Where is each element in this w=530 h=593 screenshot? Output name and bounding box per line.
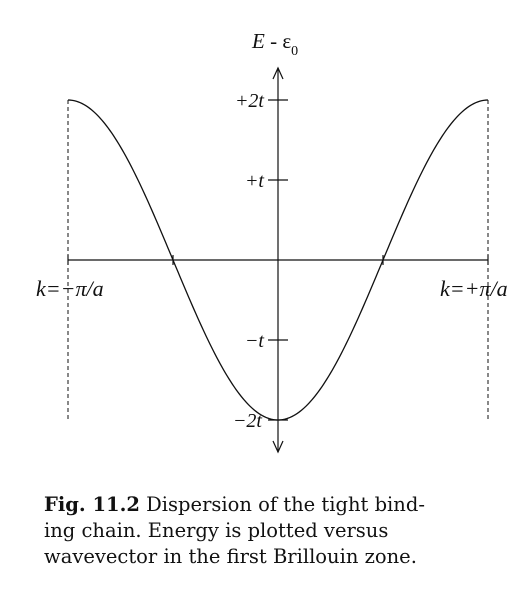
y-axis-title: E - ε0 bbox=[251, 29, 298, 59]
y-tick-label-minus-2t: −2t bbox=[233, 410, 262, 432]
figure-label: Fig. 11.2 bbox=[44, 493, 140, 516]
y-axis-arrow-top bbox=[272, 66, 284, 80]
caption-line-1: Dispersion of the tight bind- bbox=[139, 493, 425, 516]
y-tick-label-plus-2t: +2t bbox=[235, 90, 264, 112]
y-tick-label-minus-t: −t bbox=[245, 330, 264, 352]
y-axis-arrow-bottom bbox=[272, 440, 284, 454]
figure-caption: Fig. 11.2 Dispersion of the tight bind- … bbox=[44, 492, 502, 570]
x-label-left-boundary: k=−π/a bbox=[36, 276, 104, 301]
x-label-right-boundary: k=+π/a bbox=[440, 276, 508, 301]
caption-line-3: wavevector in the first Brillouin zone. bbox=[44, 545, 417, 568]
dispersion-curve bbox=[67, 99, 489, 421]
y-tick-label-plus-t: +t bbox=[245, 170, 264, 192]
dispersion-chart: E - ε0 +2t +t −t −2t k=−π/a k=+π/a bbox=[36, 29, 508, 454]
caption-line-2: ing chain. Energy is plotted versus bbox=[44, 519, 389, 542]
